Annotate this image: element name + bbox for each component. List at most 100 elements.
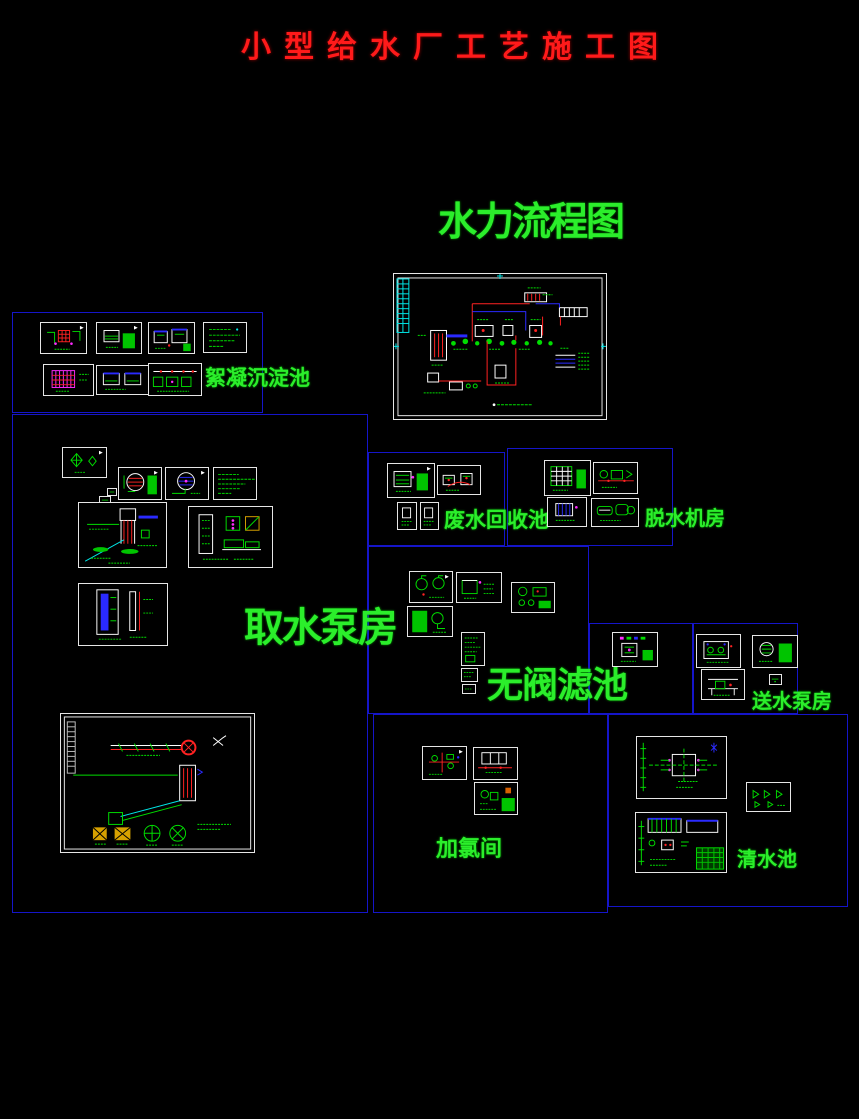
- pump-details-drawing: [198, 514, 261, 560]
- thumb-delivery-2: [752, 635, 798, 668]
- notes-text-drawing: [218, 474, 255, 494]
- wet-well-section-drawing: [96, 589, 154, 640]
- thumb-filter-7: [462, 684, 476, 694]
- detail-tag-drawing: [109, 491, 115, 493]
- filter-body-drawing: [412, 610, 446, 633]
- filter-press-drawing: [555, 503, 578, 521]
- thumb-intake-3: [165, 467, 209, 500]
- page-title: 小型给水厂工艺施工图: [241, 30, 671, 65]
- thumb-clearwater-1: [636, 736, 727, 799]
- thumb-intake-4: [213, 467, 257, 500]
- group-box-delivery-pump: [693, 623, 798, 714]
- filter-gallery-drawing: [619, 636, 653, 662]
- thumb-filter-4: [407, 606, 453, 637]
- label-dewatering: 脱水机房: [645, 506, 725, 530]
- thumb-chlorination-1: [422, 746, 467, 780]
- clearwater-plan-drawing: [640, 742, 718, 792]
- filter-details-drawing: [518, 586, 551, 609]
- chlorination-equipment-drawing: [480, 787, 515, 812]
- flow-diagram-title: 水力流程图: [438, 200, 625, 245]
- thumb-intake-2: [118, 467, 162, 500]
- valve-detail-drawing: [423, 507, 435, 526]
- thumb-flocculation-6: [96, 365, 149, 395]
- thumb-delivery-3: [701, 669, 745, 700]
- thumb-dewatering-4: [591, 498, 639, 527]
- group-box-dewatering: [507, 448, 673, 546]
- recovery-pumps-drawing: [442, 473, 473, 491]
- intake-tower-section-drawing: [84, 508, 158, 564]
- thumb-intake-tag-1: [107, 488, 117, 496]
- thumb-flocculation-3: [148, 322, 195, 354]
- group-box-valveless-filter: [368, 546, 589, 714]
- thumb-flocculation-7: [148, 363, 202, 396]
- chlorinator-elevation-drawing: [478, 752, 512, 773]
- thumb-flocculation-2: [96, 322, 142, 354]
- thumb-intake-6: [188, 506, 273, 568]
- flow-diagram-sheet: [393, 273, 607, 420]
- thumb-chlorination-2: [473, 747, 518, 780]
- thumb-intake-1: [62, 447, 107, 478]
- mini-note-drawing: [463, 672, 475, 678]
- thumb-chlorination-3: [474, 782, 518, 815]
- thumb-wastewater-3: [397, 502, 417, 530]
- pump-elevation-drawing: [708, 678, 738, 696]
- thumb-dewatering-3: [547, 497, 587, 527]
- thumb-flocculation-1: [40, 322, 87, 354]
- label-delivery-pump: 送水泵房: [752, 689, 832, 713]
- detail-tag-drawing: [771, 678, 779, 683]
- thumb-filter-5: [461, 632, 485, 666]
- clearwater-section-drawing: [638, 817, 725, 870]
- valve-symbols-drawing: [752, 789, 785, 809]
- thumb-flocculation-4: [203, 322, 247, 353]
- group-box-wastewater-recovery: [368, 452, 505, 546]
- label-clear-water: 清水池: [737, 847, 797, 871]
- group-box-filter-extra: [589, 623, 693, 714]
- pump-unit-drawing: [759, 642, 792, 663]
- thumb-dewatering-1: [544, 460, 591, 496]
- recovery-tank-drawing: [393, 466, 431, 492]
- thumb-wastewater-2: [437, 465, 481, 495]
- thumb-dewatering-2: [593, 462, 638, 494]
- flow-diagram-drawing: [394, 274, 606, 417]
- thumb-delivery-tag: [769, 674, 782, 685]
- thumb-filter-1: [409, 571, 453, 603]
- thumb-intake-large-sheet: [60, 713, 255, 853]
- thumb-clearwater-3: [635, 812, 727, 873]
- label-chlorination: 加氯间: [436, 837, 503, 862]
- tank-sections-drawing: [102, 372, 142, 390]
- filter-tank-drawing: [461, 580, 495, 599]
- filter-pumps-drawing: [415, 574, 449, 598]
- pump-plan-drawing: [171, 470, 205, 494]
- group-box-chlorination: [373, 714, 608, 913]
- pipe-gallery-drawing: [152, 370, 197, 392]
- chlorination-plan-drawing: [428, 749, 463, 775]
- label-flocculation: 絮凝沉淀池: [205, 366, 310, 390]
- thumb-filter-extra-1: [612, 632, 658, 667]
- sedimentation-tanks-drawing: [153, 328, 191, 352]
- flocculation-section-drawing: [103, 325, 138, 349]
- pump-volute-drawing: [123, 470, 158, 495]
- valve-detail-drawing: [401, 507, 413, 526]
- thumb-clearwater-2: [746, 782, 791, 812]
- mini-note-drawing: [465, 688, 473, 690]
- flocculation-plan-drawing: [47, 325, 84, 350]
- thumb-filter-2: [456, 572, 502, 603]
- thumb-filter-3: [511, 582, 555, 613]
- group-box-clear-water: [608, 714, 848, 907]
- thumb-wastewater-4: [420, 502, 439, 530]
- filter-notes-drawing: [464, 637, 481, 663]
- dewatering-plan-drawing: [550, 466, 586, 491]
- dewatering-pipe-drawing: [598, 470, 634, 488]
- thumb-wastewater-1: [387, 463, 435, 498]
- label-wastewater-recovery: 废水回收池: [444, 508, 549, 532]
- thumb-flocculation-5: [43, 364, 94, 396]
- thumb-filter-6: [461, 668, 478, 682]
- pump-room-plan-drawing: [703, 641, 733, 663]
- label-intake-pump: 取水泵房: [244, 605, 398, 651]
- label-valveless-filter: 无阀滤池: [487, 665, 628, 706]
- tank-cylinders-drawing: [596, 504, 636, 521]
- thumb-delivery-1: [696, 634, 741, 668]
- thumb-intake-5: [78, 502, 167, 568]
- grid-plan-drawing: [51, 370, 89, 392]
